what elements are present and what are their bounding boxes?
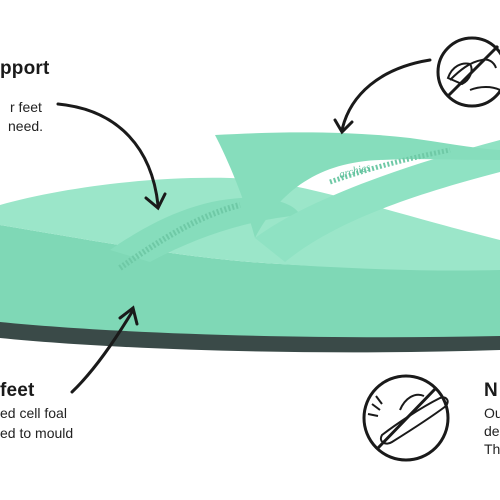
arrow-to-strap [333,58,432,135]
feet-heading: feet [0,380,35,401]
no-toe-post-icon [436,36,500,108]
emboss-texture [118,202,241,271]
sandal-strap-back [215,132,500,238]
right-line-1: Ou [484,405,500,421]
arrow-to-footbed [56,102,167,211]
no-flat-sandal-icon [362,374,450,462]
sandal-footbed [0,177,500,271]
support-line-1: r feet [10,99,42,115]
right-line-3: Th [484,441,500,457]
sandal-strap [255,140,500,262]
support-heading: pport [0,58,50,79]
right-line-2: de [484,423,500,439]
support-line-2: need. [8,118,44,134]
arrow-to-side [70,305,139,394]
feet-line-1: ed cell foal [0,405,67,421]
feet-line-2: ed to mould [0,425,74,441]
right-heading: N [484,380,498,401]
